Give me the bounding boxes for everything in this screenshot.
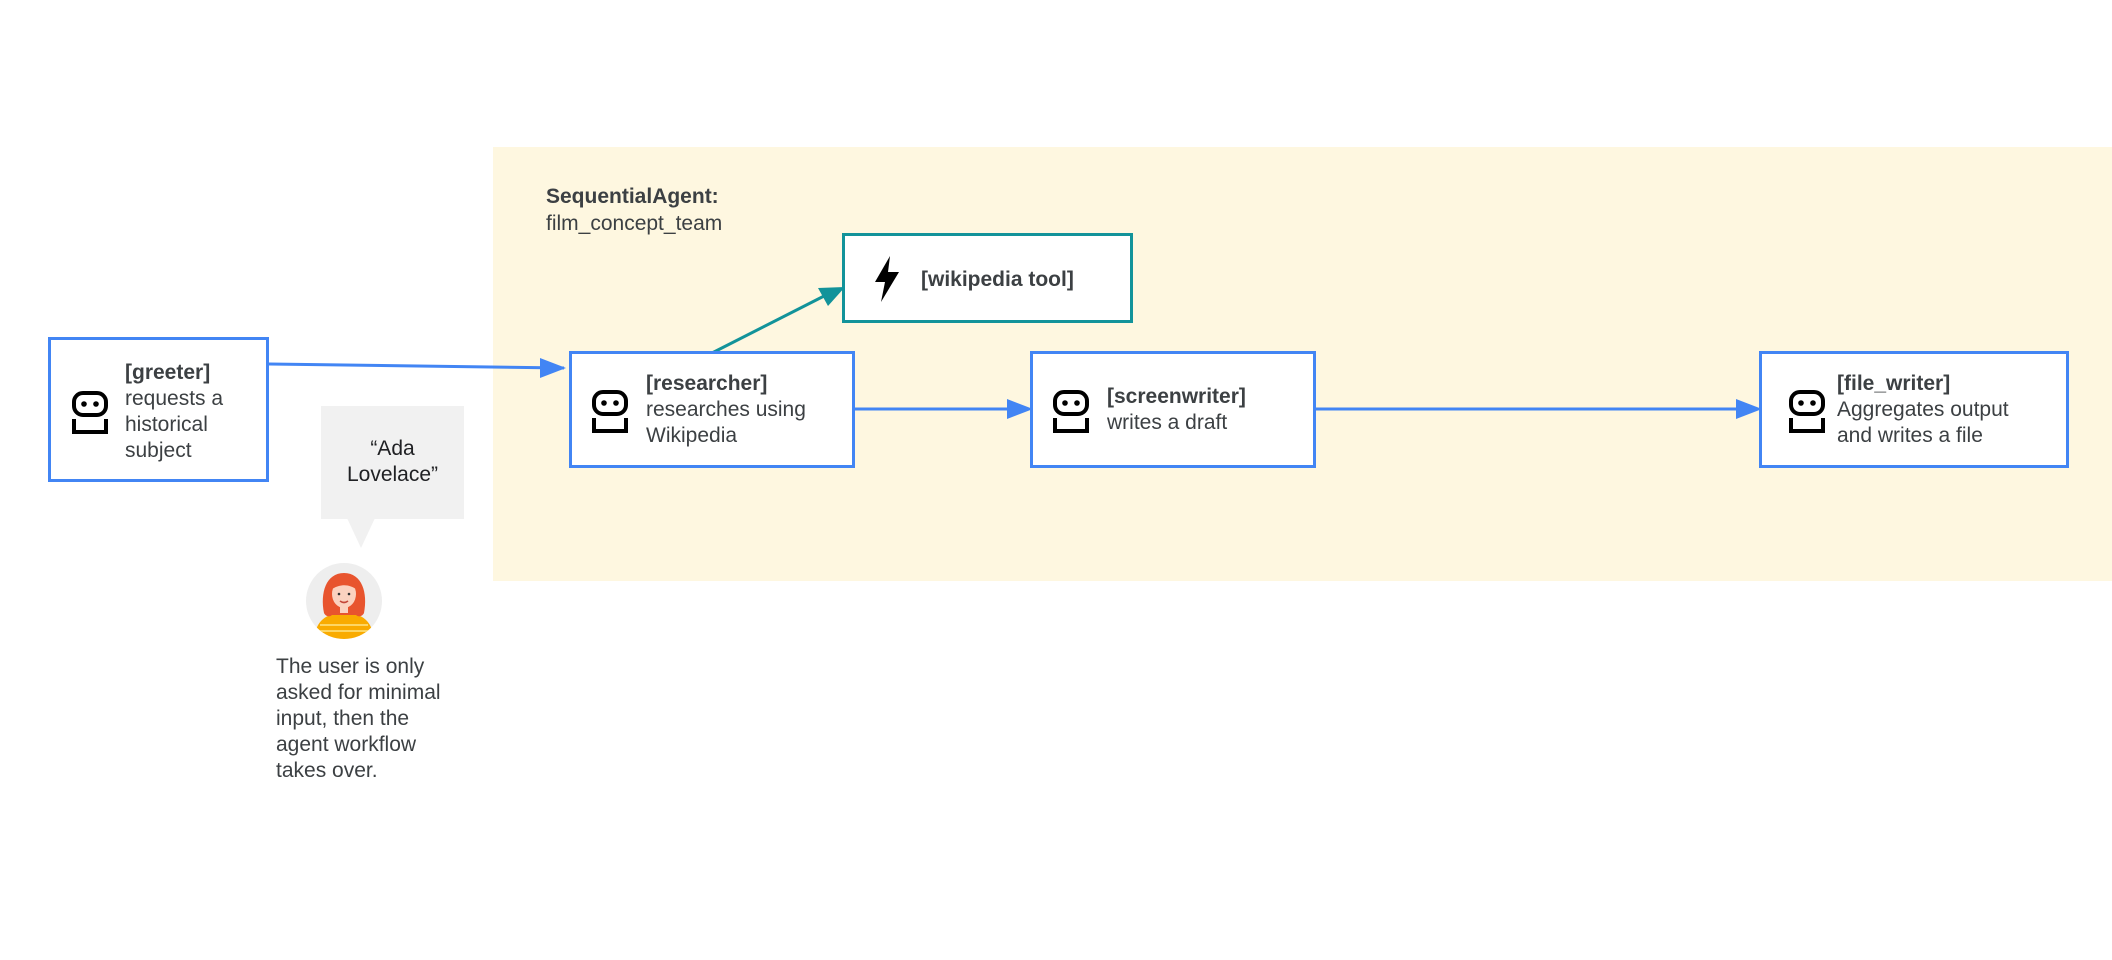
- file-writer-desc-line-2: and writes a file: [1837, 424, 1983, 447]
- screenwriter-desc-line-1: writes a draft: [1107, 411, 1228, 434]
- robot-icon: [592, 390, 628, 433]
- file-writer-text: [file_writer] Aggregates output and writ…: [1837, 371, 2067, 449]
- greeter-node[interactable]: [greeter] requests a historical subject: [48, 337, 269, 482]
- file-writer-name: [file_writer]: [1837, 372, 1951, 395]
- speech-bubble: [321, 406, 464, 519]
- wikipedia-tool-text: [wikipedia tool]: [921, 267, 1121, 293]
- greeter-name: [greeter]: [125, 361, 211, 384]
- user-note-line-2: asked for minimal: [276, 681, 441, 704]
- file-writer-node[interactable]: [file_writer] Aggregates output and writ…: [1759, 351, 2069, 468]
- user-note: The user is only asked for minimal input…: [276, 654, 456, 784]
- speech-bubble-tail: [347, 518, 375, 548]
- screenwriter-name: [screenwriter]: [1107, 385, 1246, 408]
- researcher-desc-line-1: researches using: [646, 398, 806, 421]
- edge-greeter-to-researcher-arrowhead: [540, 358, 566, 378]
- robot-icon: [1789, 390, 1825, 433]
- edge-researcher-to-screenwriter-arrowhead: [1007, 399, 1033, 419]
- speech-bubble-text: “Ada Lovelace”: [321, 436, 464, 488]
- edge-screenwriter-to-file-writer-arrowhead: [1736, 399, 1762, 419]
- researcher-text: [researcher] researches using Wikipedia: [646, 371, 851, 449]
- user-avatar-icon: [306, 563, 382, 639]
- greeter-text: [greeter] requests a historical subject: [125, 360, 265, 464]
- robot-icon: [72, 391, 108, 434]
- wikipedia-tool-name: [wikipedia tool]: [921, 268, 1074, 291]
- lightning-bolt-icon: [875, 256, 899, 302]
- user-note-line-1: The user is only: [276, 655, 425, 678]
- edge-greeter-to-researcher: [268, 362, 565, 370]
- edge-researcher-to-wikipedia-tool: [711, 291, 831, 355]
- file-writer-desc-line-1: Aggregates output: [1837, 398, 2009, 421]
- researcher-desc-line-2: Wikipedia: [646, 424, 738, 447]
- greeter-desc-line-3: subject: [125, 439, 192, 462]
- screenwriter-node[interactable]: [screenwriter] writes a draft: [1030, 351, 1316, 468]
- speech-bubble-line-2: Lovelace”: [346, 463, 439, 486]
- screenwriter-text: [screenwriter] writes a draft: [1107, 384, 1312, 436]
- robot-icon: [1053, 390, 1089, 433]
- researcher-name: [researcher]: [646, 372, 768, 395]
- sequential-agent-label: SequentialAgent:: [546, 185, 719, 208]
- user-note-line-3: input, then the: [276, 707, 410, 730]
- researcher-node[interactable]: [researcher] researches using Wikipedia: [569, 351, 855, 468]
- wikipedia-tool-node[interactable]: [wikipedia tool]: [842, 233, 1133, 323]
- greeter-desc-line-2: historical: [125, 413, 208, 436]
- speech-bubble-line-1: “Ada: [370, 437, 415, 460]
- user-note-line-4: agent workflow: [276, 733, 417, 756]
- user-note-line-5: takes over.: [276, 759, 378, 782]
- greeter-desc-line-1: requests a: [125, 387, 224, 410]
- sequential-agent-name: film_concept_team: [546, 212, 723, 235]
- edge-researcher-to-wikipedia-tool-arrowhead: [818, 287, 845, 306]
- sequential-agent-title: SequentialAgent: film_concept_team: [546, 183, 722, 237]
